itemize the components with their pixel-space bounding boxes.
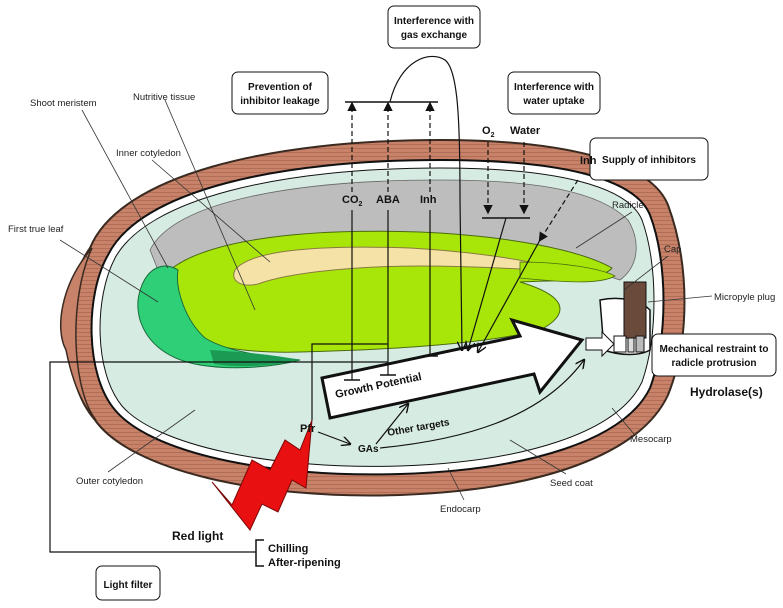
- pericarp-left-tip: [60, 247, 97, 421]
- prevention-text-1: Prevention of: [248, 82, 313, 93]
- supply-inh-line: [478, 239, 541, 352]
- label-co2: CO2: [342, 194, 363, 208]
- gas-to-cap: [379, 360, 584, 449]
- label-aba: ABA: [376, 194, 400, 206]
- cap-arrow-1: [585, 330, 615, 358]
- light-filter-text: Light filter: [104, 580, 153, 591]
- label-inh-inner: Inh: [420, 194, 437, 206]
- label-nutritive-tissue: Nutritive tissue: [133, 92, 195, 103]
- gas-exchange-curve: [389, 55, 462, 350]
- growth-potential-arrow: [320, 317, 585, 420]
- leader-micropyle: [647, 295, 713, 303]
- gas-exchange-text-1: Interference with: [394, 16, 474, 27]
- leader-inner-cotyledon: [151, 159, 271, 263]
- light-filter-line: [49, 361, 388, 553]
- mechanical-text-1: Mechanical restraint to: [660, 344, 769, 355]
- label-radicle: Radicle: [612, 200, 644, 211]
- radicle-tissue: [519, 261, 616, 283]
- water-line: [468, 217, 507, 350]
- supply-inh-dashed: [538, 179, 579, 243]
- pfr-bracket: [311, 343, 388, 420]
- prevention-text-2: inhibitor leakage: [240, 96, 320, 107]
- label-hydrolases: Hydrolase(s): [690, 385, 763, 399]
- box-mechanical: [651, 333, 777, 377]
- leader-shoot-meristem: [81, 109, 169, 269]
- gas-exchange-text-2: gas exchange: [401, 30, 468, 41]
- mechanical-text-2: radicle protrusion: [671, 358, 756, 369]
- cap-arrow-4: [635, 335, 645, 353]
- label-after-ripening: After-ripening: [268, 557, 341, 569]
- leader-radicle: [575, 211, 633, 249]
- box-light-filter: [95, 565, 161, 601]
- label-pfr: Pfr: [300, 423, 316, 435]
- label-outer-cotyledon: Outer cotyledon: [76, 476, 143, 487]
- red-light-bolt: [211, 419, 313, 531]
- label-water: Water: [510, 125, 541, 137]
- leader-first-true-leaf: [59, 239, 159, 303]
- leader-nutritive-tissue: [164, 99, 256, 311]
- label-shoot-meristem: Shoot meristem: [30, 98, 97, 109]
- label-seed-coat: Seed coat: [550, 478, 593, 489]
- label-endocarp: Endocarp: [440, 504, 481, 515]
- leader-outer-cotyledon: [107, 409, 196, 473]
- leader-mesocarp: [611, 407, 635, 435]
- box-prevention: [231, 71, 329, 115]
- chilling-bracket: [255, 539, 264, 567]
- box-water-uptake: [507, 71, 601, 115]
- label-inner-cotyledon: Inner cotyledon: [116, 148, 181, 159]
- cap-arrow-3: [627, 337, 635, 353]
- water-uptake-text-2: water uptake: [522, 96, 585, 107]
- label-micropyle-plug: Micropyle plug: [714, 292, 775, 303]
- label-red-light: Red light: [172, 529, 223, 543]
- label-chilling: Chilling: [268, 543, 308, 555]
- box-supply: [589, 137, 709, 181]
- leader-endocarp: [447, 467, 465, 501]
- label-first-true-leaf: First true leaf: [8, 224, 64, 235]
- box-gas-exchange: [387, 5, 481, 49]
- gas-to-growth: [375, 404, 408, 445]
- first-true-leaf: [137, 265, 301, 369]
- label-inh-outer: Inh: [580, 155, 597, 167]
- pfr-to-gas: [317, 431, 350, 444]
- label-cap: Cap: [664, 244, 681, 255]
- cap-arrow-2: [613, 335, 627, 353]
- leader-cap: [623, 255, 669, 291]
- supply-text: Supply of inhibitors: [602, 155, 696, 166]
- micropyle-plug: [623, 281, 647, 339]
- label-o2: O2: [482, 125, 495, 139]
- leader-seed-coat: [509, 439, 567, 475]
- water-uptake-text-1: Interference with: [514, 82, 594, 93]
- label-gas: GAs: [358, 444, 379, 455]
- label-mesocarp: Mesocarp: [630, 434, 672, 445]
